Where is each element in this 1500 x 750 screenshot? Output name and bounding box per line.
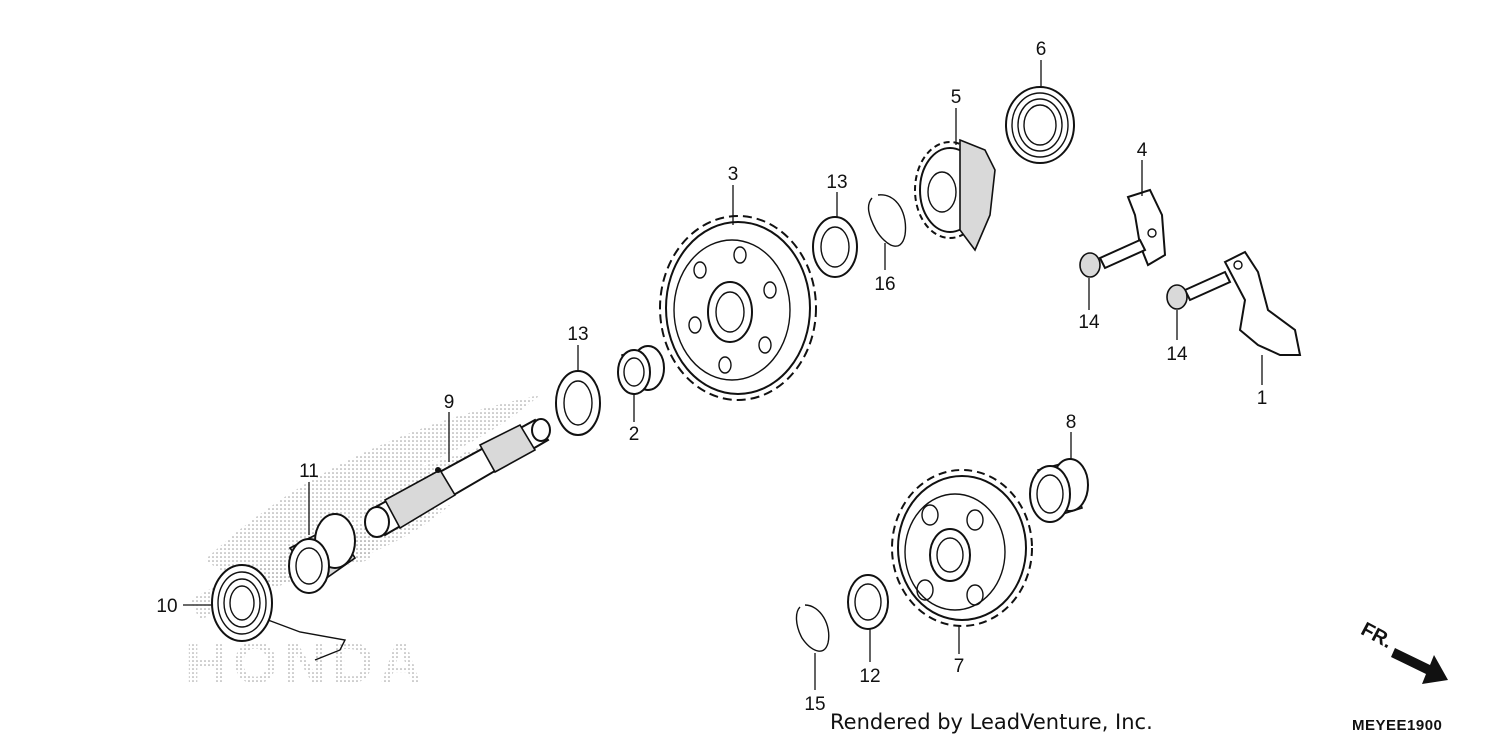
callout-5: 5 <box>951 87 962 108</box>
part-12-washer <box>847 574 889 630</box>
part-14-bolt-lower <box>1166 270 1232 310</box>
part-4-plate <box>1126 188 1167 267</box>
callout-1: 1 <box>1257 388 1268 409</box>
part-5-ratchet <box>914 138 996 252</box>
callout-labels: 6 5 4 3 13 16 14 14 1 13 2 9 11 10 8 7 1… <box>156 39 1267 715</box>
part-1-plate <box>1223 250 1302 356</box>
part-11-collar <box>288 513 357 594</box>
diagram-code: MEYEE1900 <box>1352 717 1443 734</box>
part-13-washer-upper <box>812 216 858 278</box>
callout-12: 12 <box>859 666 880 687</box>
part-8-collar <box>1029 458 1089 523</box>
part-15-snap-ring <box>795 604 830 652</box>
part-14-bolt-upper <box>1079 238 1147 278</box>
callout-16: 16 <box>874 274 895 295</box>
part-13-washer-left <box>555 370 601 436</box>
callout-13-left: 13 <box>567 324 588 345</box>
callout-6: 6 <box>1036 39 1047 60</box>
callout-15: 15 <box>804 694 825 715</box>
callout-14-upper: 14 <box>1078 312 1100 333</box>
callout-8: 8 <box>1066 412 1077 433</box>
part-6-spring <box>1005 86 1075 164</box>
part-2-bushing <box>617 345 665 395</box>
part-10-spring <box>211 564 347 661</box>
callout-13-upper: 13 <box>826 172 847 193</box>
credit-text: Rendered by LeadVenture, Inc. <box>830 710 1153 734</box>
honda-watermark-text: HONDA <box>185 631 428 696</box>
callout-9: 9 <box>444 392 455 413</box>
front-direction-arrow <box>1391 648 1448 684</box>
callout-2: 2 <box>629 424 640 445</box>
callout-3: 3 <box>728 164 739 185</box>
callout-10: 10 <box>156 596 177 617</box>
part-3-gear <box>659 215 817 401</box>
callout-14-lower: 14 <box>1166 344 1188 365</box>
part-16-snap-ring <box>867 194 907 247</box>
part-9-spindle <box>364 418 551 538</box>
part-7-gear <box>891 469 1033 627</box>
callout-11: 11 <box>299 461 319 482</box>
leader-lines <box>183 60 1263 690</box>
callout-4: 4 <box>1137 140 1148 161</box>
callout-7: 7 <box>954 656 965 677</box>
front-direction-label: FR. <box>1357 618 1396 653</box>
